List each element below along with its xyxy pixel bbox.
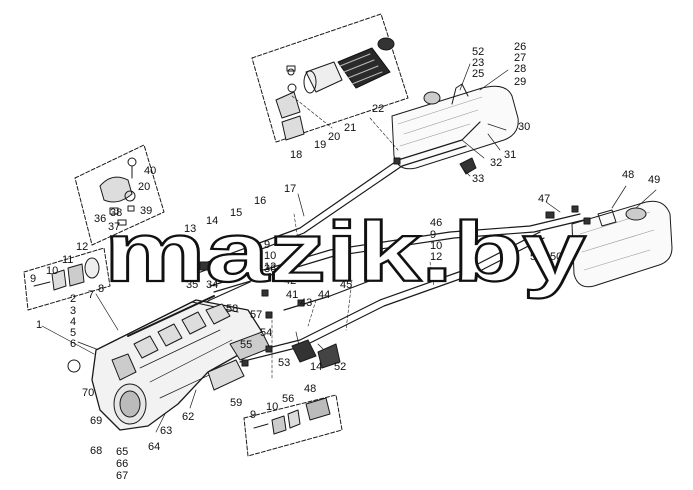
callout-label-c12c: 12: [430, 251, 442, 263]
callout-label-c10c: 10: [430, 240, 442, 252]
callout-label-c6: 6: [70, 338, 76, 350]
clamp-parts: [99, 157, 137, 226]
callout-label-c8: 8: [98, 283, 104, 295]
callout-label-c27: 27: [514, 52, 526, 64]
callout-label-c16: 16: [254, 195, 266, 207]
callout-label-c51: 51: [530, 251, 542, 263]
callout-label-c9c: 9: [430, 229, 436, 241]
callout-label-c38: 38: [110, 207, 122, 219]
callout-label-c14b: 14: [310, 361, 322, 373]
callout-label-c48b: 48: [304, 383, 316, 395]
callout-label-c40: 40: [144, 165, 156, 177]
callout-label-c17: 17: [284, 183, 296, 195]
callout-label-c18: 18: [290, 149, 302, 161]
callout-label-c29: 29: [514, 76, 526, 88]
callout-label-c5: 5: [70, 327, 76, 339]
callout-label-c45: 45: [340, 279, 352, 291]
callout-label-c58: 58: [226, 303, 238, 315]
callout-label-c3: 3: [70, 305, 76, 317]
callout-label-c37: 37: [108, 221, 120, 233]
callout-label-c28: 28: [514, 63, 526, 75]
inset-frame-top-hose: [251, 13, 409, 143]
callout-label-c9d: 9: [250, 409, 256, 421]
callout-label-c4: 4: [70, 316, 76, 328]
callout-label-c56: 56: [282, 393, 294, 405]
callout-label-c7: 7: [88, 289, 94, 301]
callout-label-c54: 54: [260, 327, 272, 339]
callout-label-c69: 69: [90, 415, 102, 427]
inset-frame-clamp: [74, 144, 165, 246]
callout-label-c12b: 12: [264, 261, 276, 273]
callout-label-c70: 70: [82, 387, 94, 399]
callout-label-c9a: 9: [30, 273, 36, 285]
callout-label-c63: 63: [160, 425, 172, 437]
callout-label-c52a: 52: [472, 46, 484, 58]
callout-label-c12a: 12: [76, 241, 88, 253]
callout-label-c10b: 10: [264, 250, 276, 262]
callout-label-c2: 2: [70, 293, 76, 305]
callout-label-c62: 62: [182, 411, 194, 423]
callout-label-c57: 57: [250, 309, 262, 321]
front-tank: [391, 83, 519, 175]
callout-label-c65: 65: [116, 446, 128, 458]
callout-label-c59: 59: [230, 397, 242, 409]
callout-label-c55: 55: [240, 339, 252, 351]
mounting-bracket: [291, 339, 341, 369]
callout-label-c32: 32: [490, 157, 502, 169]
callout-label-c47: 47: [538, 193, 550, 205]
callout-label-c22: 22: [372, 103, 384, 115]
engine-block: [67, 295, 271, 431]
callout-label-c68: 68: [90, 445, 102, 457]
left-fittings: [33, 257, 100, 291]
callout-label-c11: 11: [62, 254, 73, 266]
callout-label-c1: 1: [36, 319, 42, 331]
callout-label-c35: 35: [186, 279, 198, 291]
callout-label-c34: 34: [206, 279, 218, 291]
callout-label-c64: 64: [148, 441, 160, 453]
callout-label-c9b: 9: [264, 239, 270, 251]
callout-label-c10d: 10: [266, 401, 278, 413]
callout-label-c52b: 52: [334, 361, 346, 373]
callout-label-c39: 39: [140, 205, 152, 217]
callout-label-c21: 21: [344, 122, 356, 134]
inset-frame-left-fittings: [23, 247, 111, 311]
intake-hose-assembly: [275, 37, 395, 141]
callout-label-c49: 49: [648, 174, 660, 186]
callout-label-c33: 33: [472, 173, 484, 185]
callout-label-c41: 41: [286, 289, 298, 301]
callout-label-c36b: 36: [264, 263, 276, 275]
callout-label-c36a: 36: [94, 213, 106, 225]
callout-label-c67: 67: [116, 470, 128, 482]
callout-label-c44: 44: [318, 289, 330, 301]
callout-label-c48a: 48: [622, 169, 634, 181]
callout-label-c14a: 14: [206, 215, 218, 227]
callout-label-c20a: 20: [328, 131, 340, 143]
callout-label-c50: 50: [550, 251, 562, 263]
bottom-fittings: [253, 397, 331, 435]
side-tank: [571, 200, 673, 288]
callout-label-c25: 25: [472, 68, 484, 80]
watermark-text: mazik.by: [104, 205, 586, 299]
callout-label-c66: 66: [116, 458, 128, 470]
callout-label-c26: 26: [514, 41, 526, 53]
callout-label-c19: 19: [314, 139, 326, 151]
callout-label-c31: 31: [504, 149, 516, 161]
callout-label-c15: 15: [230, 207, 242, 219]
callout-label-c30: 30: [518, 121, 530, 133]
pipe-lines: [157, 121, 585, 363]
callout-label-c20b: 20: [138, 181, 150, 193]
callout-label-c53: 53: [278, 357, 290, 369]
callout-label-c10a: 10: [46, 265, 58, 277]
line-fittings: [181, 157, 591, 367]
callout-label-c13: 13: [184, 223, 196, 235]
inset-frame-bottom-fittings: [243, 394, 343, 457]
callout-label-c23: 23: [472, 57, 484, 69]
callout-label-c42: 42: [284, 275, 296, 287]
callout-label-c43: 43: [300, 297, 312, 309]
callout-label-c46: 46: [430, 217, 442, 229]
